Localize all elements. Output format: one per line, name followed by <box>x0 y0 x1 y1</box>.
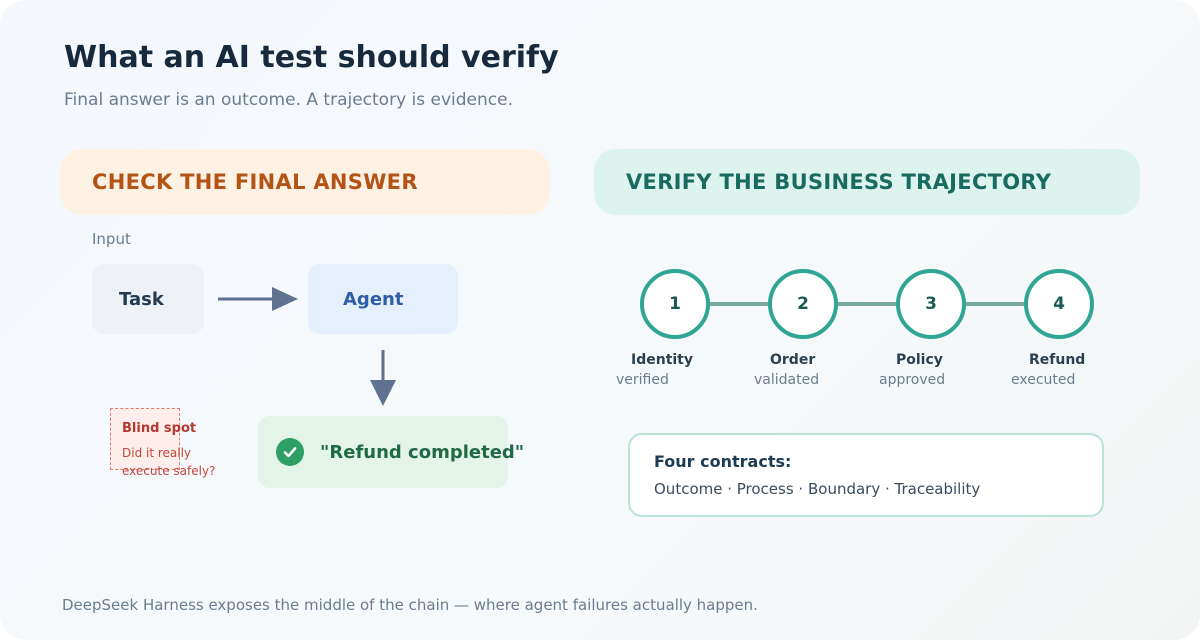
step-2-circle: 2 <box>768 269 838 339</box>
step-1-number: 1 <box>669 294 681 314</box>
agent-to-result-arrow-icon <box>370 350 396 406</box>
step-3-circle: 3 <box>896 269 966 339</box>
step-1-circle: 1 <box>640 269 710 339</box>
step-4-state: executed <box>1011 372 1076 388</box>
contracts-list: Outcome · Process · Boundary · Traceabil… <box>654 480 981 498</box>
trajectory-heading-text: VERIFY THE BUSINESS TRAJECTORY <box>626 170 1052 194</box>
step-4-number: 4 <box>1053 294 1065 314</box>
contracts-title: Four contracts: <box>654 452 792 471</box>
step-3-state: approved <box>879 372 946 388</box>
step-1-name: Identity <box>631 352 694 368</box>
step-3-number: 3 <box>925 294 937 314</box>
final-answer-text: "Refund completed" <box>320 441 525 463</box>
agent-box: Agent <box>308 264 458 334</box>
step-2-name: Order <box>770 352 816 368</box>
final-answer-heading-text: CHECK THE FINAL ANSWER <box>92 170 418 194</box>
task-label: Task <box>119 288 164 310</box>
blind-spot-line-2: execute safely? <box>122 464 216 478</box>
blind-spot-marker <box>110 408 180 470</box>
step-2-number: 2 <box>797 294 809 314</box>
page-title: What an AI test should verify <box>64 40 559 75</box>
trajectory-heading: VERIFY THE BUSINESS TRAJECTORY <box>594 149 1140 215</box>
input-label: Input <box>92 230 131 248</box>
task-box: Task <box>92 264 204 334</box>
trajectory-connector <box>676 302 1056 306</box>
step-1-state: verified <box>616 372 669 388</box>
step-4-name: Refund <box>1029 352 1086 368</box>
final-answer-heading: CHECK THE FINAL ANSWER <box>60 149 550 215</box>
final-answer-box: "Refund completed" <box>258 416 524 488</box>
footer-note: DeepSeek Harness exposes the middle of t… <box>62 596 758 614</box>
step-4-circle: 4 <box>1024 269 1094 339</box>
page-subtitle: Final answer is an outcome. A trajectory… <box>64 90 513 110</box>
contracts-box <box>628 433 1104 517</box>
blind-spot-line-1: Did it really <box>122 446 192 460</box>
step-2-state: validated <box>754 372 820 388</box>
checkmark-icon <box>276 438 304 466</box>
task-to-agent-arrow-icon <box>218 287 298 311</box>
blind-spot-title: Blind spot <box>122 421 197 436</box>
agent-label: Agent <box>343 288 404 310</box>
step-3-name: Policy <box>896 352 943 368</box>
